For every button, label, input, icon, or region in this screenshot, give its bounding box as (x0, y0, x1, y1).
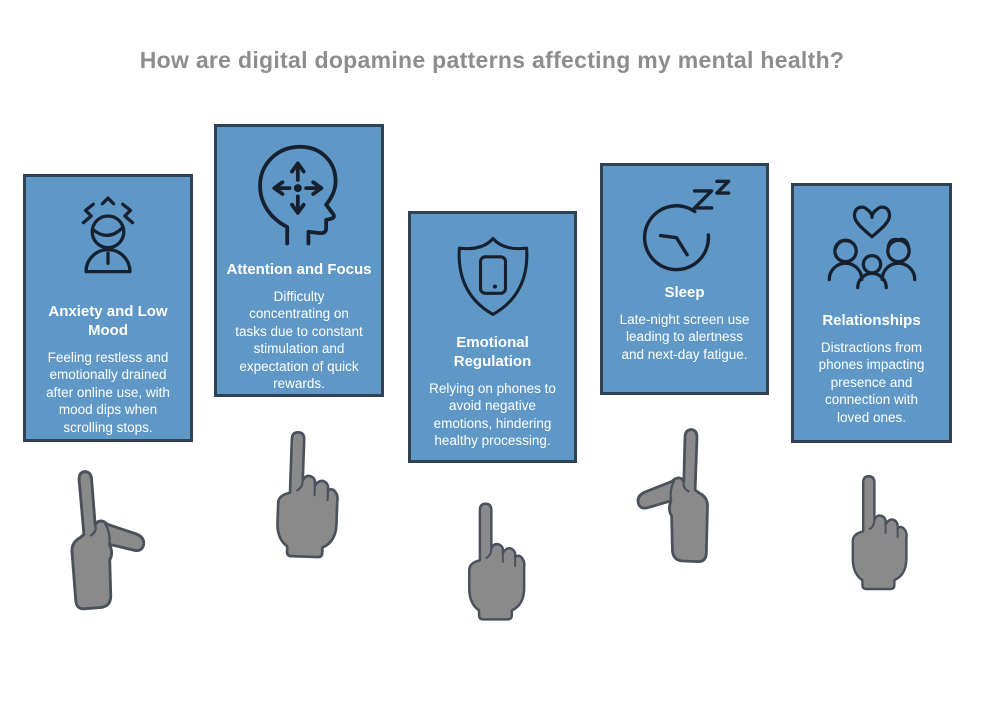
card-title: Attention and Focus (226, 261, 372, 278)
card-sleep: Sleep Late-night screen use leading to a… (600, 163, 769, 395)
card-description: Feeling restless and emotionally drained… (46, 349, 170, 435)
card-anxiety-low-mood: Anxiety and Low Mood Feeling restless an… (23, 174, 193, 442)
pointing-hand-icon (257, 413, 351, 578)
family-heart-icon (816, 200, 928, 302)
card-description: Late-night screen use leading to alertne… (619, 311, 750, 362)
sleep-clock-icon (631, 176, 739, 276)
card-attention-focus: Attention and Focus Difficulty concentra… (214, 124, 384, 397)
card-relationships: Relationships Distractions from phones i… (791, 183, 952, 443)
pointing-hand-icon (836, 456, 916, 610)
page-title: How are digital dopamine patterns affect… (139, 47, 845, 73)
pointing-hand-thumb-icon (33, 455, 164, 629)
card-description: Relying on phones to avoid negative emot… (429, 380, 556, 449)
card-description: Distractions from phones impacting prese… (818, 339, 925, 425)
shield-phone-icon (445, 228, 541, 324)
card-description: Difficulty concentrating on tasks due to… (235, 288, 363, 392)
card-title: Relationships (822, 312, 921, 329)
card-title: Emotional Regulation (453, 334, 532, 370)
card-emotional-regulation: Emotional Regulation Relying on phones t… (408, 211, 577, 463)
card-title: Sleep (664, 284, 705, 301)
stressed-person-icon (57, 191, 159, 293)
pointing-hand-icon (452, 486, 534, 638)
head-arrows-icon (240, 135, 358, 253)
card-title: Anxiety and Low Mood (48, 303, 168, 339)
pointing-hand-pinch-icon (621, 410, 741, 587)
